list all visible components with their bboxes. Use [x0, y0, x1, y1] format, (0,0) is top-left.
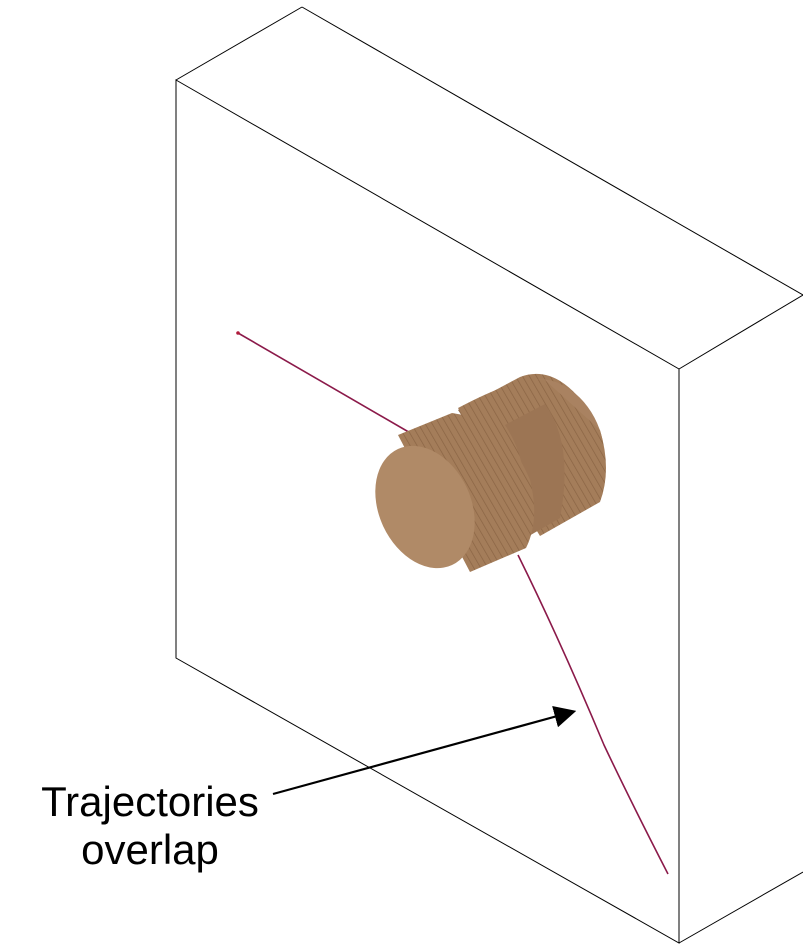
slab-box: [175, 6, 803, 944]
annotation-arrow: [272, 706, 577, 796]
slab-bottom-edge-right: [678, 871, 803, 944]
trajectory-upper: [237, 332, 420, 439]
slab-top-edge-front: [678, 294, 803, 370]
slab-top-edge-back: [175, 6, 303, 81]
slab-top-edge-right: [301, 6, 803, 296]
annotation-label-line1: Trajectories: [41, 778, 259, 825]
cylinder-groove: [505, 404, 565, 540]
annotation-label-line2: overlap: [81, 826, 219, 873]
trajectory-lower: [517, 554, 669, 875]
trajectory-start-point: [236, 331, 240, 335]
cylinder-front-end-face: [375, 445, 475, 569]
cylinder-front: [375, 413, 535, 572]
